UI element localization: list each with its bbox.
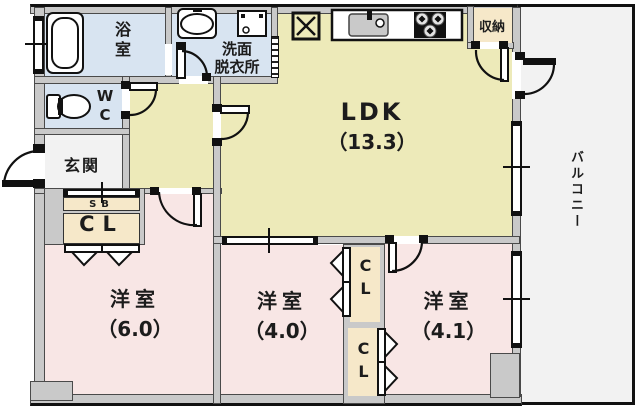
washroom-label-line2: 脱衣所 [214, 58, 260, 76]
opening-bedroom6-door [154, 188, 198, 194]
shoe-box-tick [101, 182, 103, 203]
opening-bath-door [165, 44, 172, 75]
pillar-bottom-left [30, 381, 73, 401]
bathroom-window [33, 16, 44, 74]
bedroom40-label: 洋室 [257, 289, 307, 313]
closet-mid-area [350, 247, 380, 322]
closet-mid-label: CL [356, 256, 375, 302]
opening-wc-door [122, 89, 130, 116]
wc-label: WC [96, 87, 114, 125]
opening-ldk-door [213, 109, 221, 143]
bedroom40-size-label: （4.0） [244, 319, 320, 343]
balcony-label: バルコニー [568, 150, 583, 230]
genkan-floor [44, 135, 122, 188]
bedroom40-floor [221, 245, 343, 394]
bedroom6-size-label: （6.0） [97, 317, 173, 341]
bedroom41-size-label: （4.1） [410, 319, 487, 343]
bedroom6-floor-main [44, 245, 145, 394]
wall-ldk-bottom [213, 236, 520, 244]
ldk-balcony-window [511, 121, 522, 216]
pillar-bottom-right [490, 353, 520, 398]
bedroom6-floor [145, 194, 213, 394]
sliding-door-tick [268, 228, 270, 253]
storage-area [474, 8, 512, 43]
ldk-size-label: （13.3） [327, 130, 417, 154]
bathroom-window-tick [25, 43, 50, 45]
bathroom-floor [44, 14, 165, 76]
ldk-floor [278, 14, 512, 236]
shoe-box-label: SB [89, 199, 114, 210]
ldk-window-tick [503, 166, 530, 168]
opening-washroom-door [179, 76, 208, 84]
genkan-label: 玄関 [63, 156, 100, 175]
bathroom-label: 浴室 [112, 21, 131, 61]
bedroom41-window-tick [503, 298, 530, 300]
wall-storage-bottom-left [467, 42, 476, 49]
wall-storage-bottom-right [505, 42, 514, 49]
washroom-label-line1: 洗面 [221, 40, 252, 58]
opening-storage-door [476, 42, 505, 49]
closet-entry-area [63, 213, 140, 244]
bedroom6-label: 洋室 [110, 287, 160, 311]
ldk-label: LDK [340, 98, 404, 126]
opening-balcony-door [512, 52, 521, 99]
hallway-floor [130, 84, 213, 188]
washroom-label: 洗面 脱衣所 [206, 40, 268, 76]
opening-bedroom41-door [389, 236, 423, 244]
bedroom41-label: 洋室 [423, 289, 474, 313]
closet-south-label: CL [354, 339, 373, 385]
storage-label: 収納 [478, 20, 505, 35]
wall-wc-genkan [34, 128, 130, 135]
wall-bottom [30, 394, 522, 406]
opening-entry [34, 151, 45, 180]
wall-under-bath [34, 76, 278, 84]
closet-entry-label: CL [79, 212, 124, 236]
ldk-floor-west [221, 84, 278, 236]
ldk-bedroom40-sliding-door [222, 236, 318, 245]
closet-south-area [348, 328, 378, 396]
washroom-louver-panel [271, 36, 279, 78]
